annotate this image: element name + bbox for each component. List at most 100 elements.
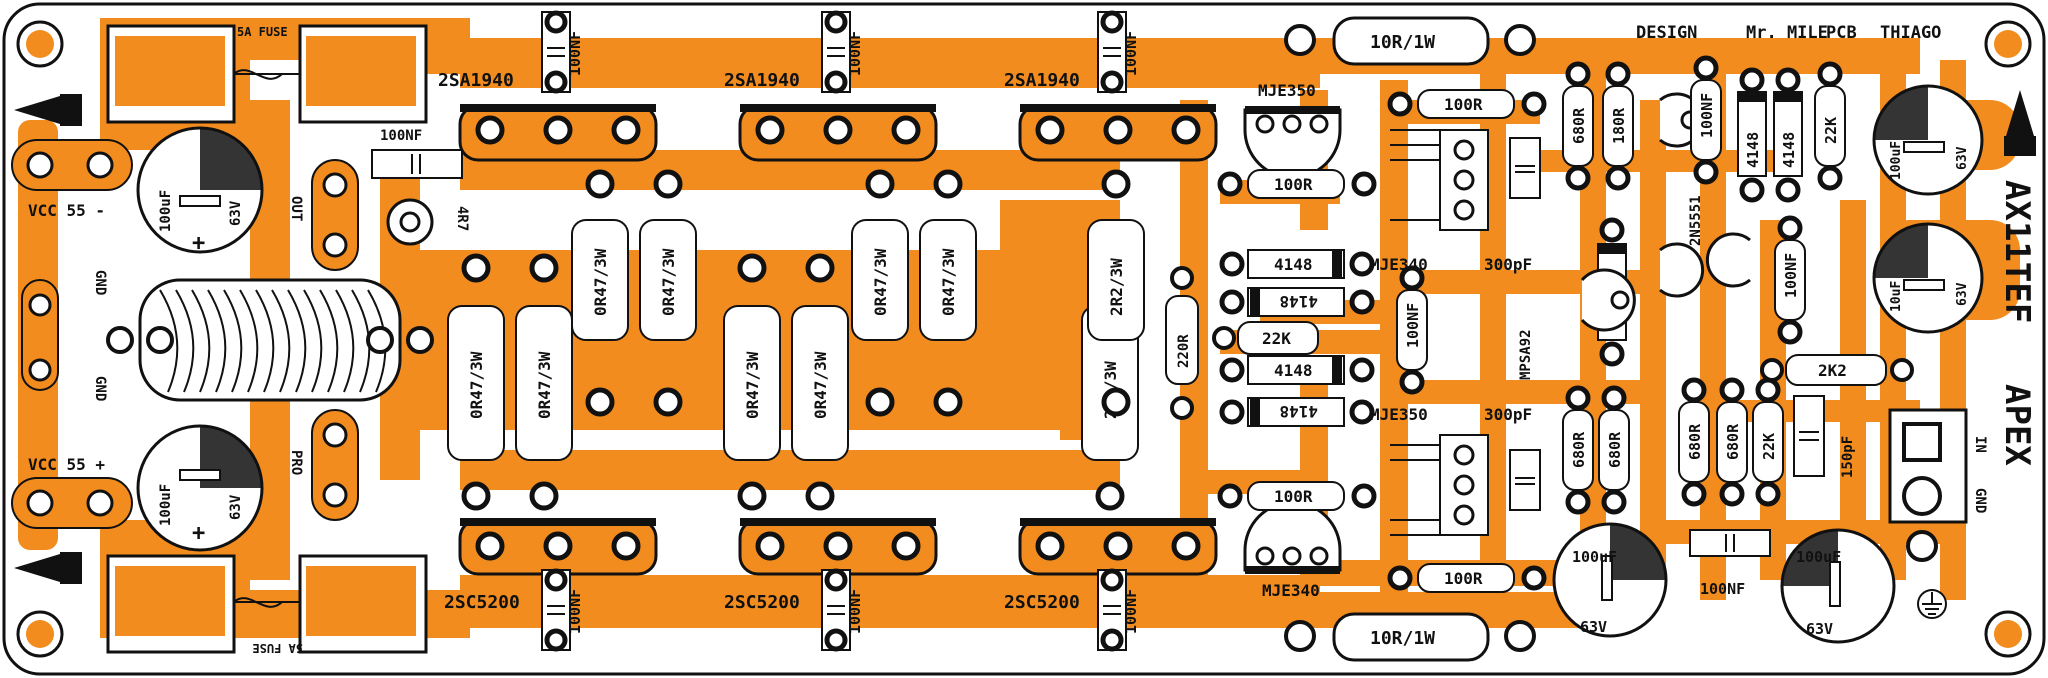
svg-text:0R47/3W: 0R47/3W [659,248,678,316]
cap-100nf: 100NF [541,568,584,652]
transistor-label-top: 2SA1940 [438,70,514,91]
screw-icon-bottom [14,552,82,584]
fuse-label-top: 5A FUSE [237,25,288,39]
svg-text:0R47/3W: 0R47/3W [811,351,830,419]
screw-icon-top [14,94,82,126]
electrolytic-cap-bottom-a: 100uF 63V [1552,522,1668,638]
svg-text:100NF: 100NF [1782,253,1800,298]
diode-1n4148: 4148 [1219,397,1375,427]
svg-text:100NF: 100NF [1404,303,1422,348]
resistor-220r: 220R [1165,266,1199,420]
diode-1n4148: 4148 [1219,355,1375,385]
resistor-100r: 100R [1217,481,1377,511]
resistor-100r: 100R [1217,169,1377,199]
svg-text:220R: 220R [1176,334,1192,368]
svg-text:10R/1W: 10R/1W [1370,32,1435,53]
svg-text:100uF: 100uF [158,484,174,526]
svg-text:MJE340: MJE340 [1262,581,1320,600]
svg-text:100NF: 100NF [1122,31,1140,76]
svg-text:100R: 100R [1274,487,1313,506]
fuse-top: 5A FUSE [106,24,428,124]
svg-text:0R47/3W: 0R47/3W [467,351,486,419]
resistor-4r7: 4R7 [386,198,470,246]
emitter-resistor: 0R47/3W [919,169,977,417]
svg-text:100NF: 100NF [566,31,584,76]
svg-text:4R7: 4R7 [454,206,470,231]
transistor-mpsa92: MPSA92 [1518,268,1636,380]
resistor-680r: 680R [1678,377,1710,507]
mje350-heatsink: MJE350 [1370,405,1489,536]
resistor-100r: 100R [1387,563,1547,593]
svg-text:MJE350: MJE350 [1258,81,1316,100]
svg-text:4148: 4148 [1279,402,1318,421]
svg-text:100uF: 100uF [1796,548,1841,566]
resistor-22k: 22K [1814,61,1846,191]
resistor-680r: 680R [1562,61,1594,191]
fuse-bottom: 5A FUSE [106,554,428,655]
svg-text:100NF: 100NF [846,589,864,634]
resistor-10r-bottom: 10R/1W [1284,612,1536,662]
power-transistor-top: 2SA1940 [1004,70,1218,162]
svg-text:100uF: 100uF [1889,141,1904,180]
svg-text:4148: 4148 [1274,361,1313,380]
cap-100nf: 100NF [1097,10,1140,94]
svg-text:2N5551: 2N5551 [1688,195,1704,246]
diode-1n4148: 4148 [1219,249,1375,279]
svg-text:0R47/3W: 0R47/3W [939,248,958,316]
emitter-resistor: 0R47/3W [571,169,629,417]
svg-text:MJE350: MJE350 [1370,405,1428,424]
gnd-label-top: GND [92,270,108,295]
resistor-100r: 100R [1387,89,1547,119]
emitter-resistor: 0R47/3W [791,253,849,511]
emitter-resistor: 0R47/3W [723,253,781,511]
svg-text:0R47/3W: 0R47/3W [743,351,762,419]
resistor-680r: 680R [1598,385,1630,515]
emitter-resistor: 0R47/3W [515,253,573,511]
out-label: OUT [288,196,304,221]
electrolytic-cap-left-top: 100uF 63V + [136,126,264,256]
svg-text:10uF: 10uF [1889,281,1904,312]
driver-mje340-bottom: MJE340 [1243,501,1342,600]
cap-100nf: 100NF [1774,215,1806,345]
resistor-10r-top: 10R/1W [1284,16,1536,66]
emitter-resistor: 0R47/3W [447,253,505,511]
svg-text:100NF: 100NF [380,128,422,144]
svg-text:100NF: 100NF [1122,589,1140,634]
svg-text:100R: 100R [1444,569,1483,588]
transistor-label-bottom: 2SC5200 [444,592,520,613]
cap-150pf: 150pF [1793,395,1856,478]
board-variant-title: APEX [1997,384,2037,466]
power-transistor-bottom: 2SC5200 [724,518,938,613]
svg-text:100NF: 100NF [1700,580,1745,598]
film-cap-group: 100NF 100NF 100NF 100NF 100NF 100NF [541,10,1140,652]
svg-text:180R: 180R [1610,107,1628,144]
electrolytic-cap-left-bottom: 100uF 63V + [136,424,264,552]
ground-icon [1917,589,1947,619]
cap-100nf-output: 100NF [371,128,463,179]
svg-text:22K: 22K [1822,117,1840,144]
svg-text:0R47/3W: 0R47/3W [535,351,554,419]
transistor-label-top: 2SA1940 [1004,70,1080,91]
resistor-680r: 680R [1562,385,1594,515]
cap-300pf-top: 300pF [1484,137,1541,274]
resistor-100r-group: 100R 100R 100R 100R [1217,89,1547,593]
svg-text:680R: 680R [1570,431,1588,468]
svg-text:680R: 680R [1570,107,1588,144]
svg-text:4148: 4148 [1744,132,1762,168]
gnd-in-label: GND [1972,488,1988,513]
resistor-2r2-b: 2R2/3W [1087,169,1145,417]
svg-text:THIAGO: THIAGO [1880,23,1941,43]
mje340-heatsink: MJE340 [1370,129,1489,274]
svg-text:10R/1W: 10R/1W [1370,628,1435,649]
diode-group: 4148414841484148414841484148 [1219,67,1803,427]
cap-100nf: 100NF [541,10,584,94]
power-transistor-bottom: 2SC5200 [1004,518,1218,613]
svg-text:0R47/3W: 0R47/3W [591,248,610,316]
cap-100nf: 100NF [821,10,864,94]
svg-text:680R: 680R [1686,423,1704,460]
design-credit: DESIGN Mr. MILE PCB THIAGO [1636,23,1941,43]
transistor-small-mid [1659,232,1751,298]
svg-text:MPSA92: MPSA92 [1518,329,1534,380]
